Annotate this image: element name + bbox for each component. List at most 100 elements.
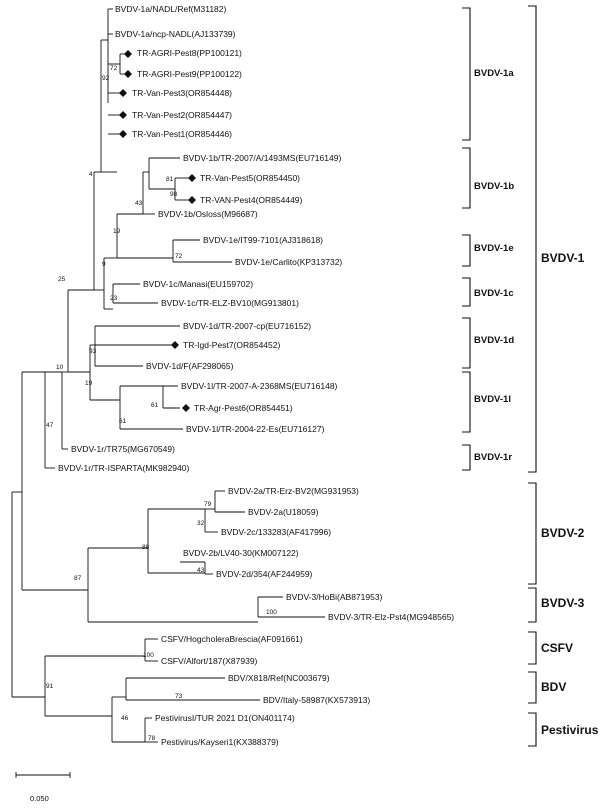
bootstrap-value: 43 (135, 200, 143, 207)
bootstrap-value: 92 (102, 75, 110, 82)
bootstrap-value: 81 (166, 176, 174, 183)
bootstrap-value: 32 (197, 520, 205, 527)
clade-label-bvdv1e: BVDV-1e (474, 243, 514, 254)
tip-label: BVDV-2a(U18059) (248, 507, 319, 517)
bracket-pestivirus (528, 712, 537, 747)
tip-label: BVDV-1c/Manasi(EU159702) (143, 279, 253, 289)
diamond-marker (182, 404, 190, 412)
group-label-bvdv2: BVDV-2 (541, 526, 585, 540)
diamond-marker (171, 341, 179, 349)
tip-label: TR-VAN-Pest4(OR854449) (200, 195, 303, 205)
diamond-marker (124, 50, 132, 58)
bracket-bvdv3 (528, 587, 537, 623)
tip-label: BVDV-1b/TR-2007/A/1493MS(EU716149) (183, 153, 341, 163)
bootstrap-value: 9 (102, 261, 106, 268)
group-label-pestivirus: Pestivirus I (541, 723, 600, 737)
bootstrap-value: 91 (46, 683, 54, 690)
tip-label: Pestivirus/Kayseri1(KX388379) (161, 737, 279, 747)
tip-label: TR-Igd-Pest7(OR854452) (183, 340, 280, 350)
bootstrap-value: 19 (85, 380, 93, 387)
clade-label-bvdv1l: BVDV-1l (474, 394, 511, 405)
diamond-marker (188, 196, 196, 204)
diamond-marker (188, 174, 196, 182)
tip-label: BVDV-1c/TR-ELZ-BV10(MG913801) (161, 298, 299, 308)
tip-label: BVDV-2a/TR-Erz-BV2(MG931953) (228, 486, 359, 496)
diamond-marker (119, 130, 127, 138)
tip-label: BVDV-2c/133283(AF417996) (221, 527, 331, 537)
bootstrap-values: 72 92 4 81 98 43 19 72 9 23 25 93 19 61 … (46, 65, 277, 742)
tip-label: TR-Van-Pest1(OR854446) (132, 129, 232, 139)
tip-label: TR-AGRI-Pest9(PP100122) (137, 69, 242, 79)
tip-label: TR-AGRI-Pest8(PP100121) (137, 48, 242, 58)
tip-label: TR-Van-Pest2(OR854447) (132, 110, 232, 120)
clade-label-bvdv1c: BVDV-1c (474, 288, 514, 299)
bracket-bvdv1b (462, 147, 471, 209)
tip-label: BVDV-2b/LV40-30(KM007122) (183, 548, 299, 558)
bracket-bvdv1d (462, 317, 471, 369)
tip-label: BDV/X818/Ref(NC003679) (228, 673, 330, 683)
bootstrap-value: 61 (151, 402, 159, 409)
bootstrap-value: 4 (89, 171, 93, 178)
bootstrap-value: 46 (121, 715, 129, 722)
bootstrap-value: 25 (58, 276, 66, 283)
diamond-marker (124, 70, 132, 78)
subgroup-brackets: BVDV-1a BVDV-1b BVDV-1e BVDV-1c BVDV-1d … (462, 5, 600, 747)
bootstrap-value: 23 (110, 295, 118, 302)
bootstrap-value: 79 (204, 501, 212, 508)
bootstrap-value: 72 (110, 65, 118, 72)
group-label-csfv: CSFV (541, 641, 573, 655)
clade-label-bvdv1d: BVDV-1d (474, 335, 514, 346)
bracket-bvdv1a (462, 7, 471, 141)
bracket-bdv (528, 671, 537, 704)
tip-label: BVDV-1a/ncp-NADL(AJ133739) (115, 29, 236, 39)
tip-label: TR-Agr-Pest6(OR854451) (194, 403, 293, 413)
diamond-markers (119, 50, 196, 412)
tip-label: BVDV-1e/IT99-7101(AJ318618) (203, 235, 323, 245)
group-label-bdv: BDV (541, 680, 566, 694)
bootstrap-value: 61 (119, 418, 127, 425)
bootstrap-value: 78 (148, 735, 156, 742)
tip-label: BVDV-1b/Osloss(M96687) (158, 209, 258, 219)
tip-label: BVDV-1a/NADL/Ref(M31182) (115, 4, 227, 14)
tip-label: BVDV-1r/TR-ISPARTA(MK982940) (58, 463, 189, 473)
bracket-bvdv1 (528, 5, 537, 473)
group-label-bvdv1: BVDV-1 (541, 251, 585, 265)
bootstrap-value: 98 (170, 191, 178, 198)
tip-label: BVDV-1r/TR75(MG670549) (71, 444, 175, 454)
tip-label: TR-Van-Pest5(OR854450) (200, 173, 300, 183)
bootstrap-value: 100 (266, 609, 277, 616)
scale-bar-label: 0.050 (30, 794, 49, 803)
bootstrap-value: 10 (56, 364, 64, 371)
tip-label: BVDV-2d/354(AF244959) (216, 569, 313, 579)
group-label-bvdv3: BVDV-3 (541, 596, 585, 610)
bootstrap-value: 73 (175, 693, 183, 700)
tip-label: TR-Van-Pest3(OR854448) (132, 88, 232, 98)
bracket-csfv (528, 631, 537, 665)
diamond-marker (119, 89, 127, 97)
scale-bar: 0.050 (15, 772, 71, 803)
bootstrap-value: 88 (142, 544, 150, 551)
tip-label: BVDV-1d/F(AF298065) (146, 361, 234, 371)
tip-label: CSFV/HogcholeraBrescia(AF091661) (161, 634, 303, 644)
bootstrap-value: 72 (175, 253, 183, 260)
bracket-bvdv1e (462, 234, 471, 267)
bootstrap-value: 19 (113, 228, 121, 235)
tree-branches (11, 8, 325, 743)
bootstrap-value: 100 (143, 652, 154, 659)
bracket-bvdv1c (462, 277, 471, 307)
bracket-bvdv1l (462, 371, 471, 433)
bootstrap-value: 93 (89, 348, 97, 355)
bootstrap-value: 87 (74, 575, 82, 582)
tip-label: BVDV-3/HoBi(AB871953) (286, 592, 383, 602)
tip-label: CSFV/Alfort/187(X87939) (161, 656, 258, 666)
tip-label: PestivirusI/TUR 2021 D1(ON401174) (155, 713, 295, 723)
tip-label: BVDV-1d/TR-2007-cp(EU716152) (183, 321, 311, 331)
tip-label: BVDV-3/TR-Elz-Pst4(MG948565) (328, 612, 454, 622)
bracket-bvdv1r (462, 444, 471, 471)
tip-labels: BVDV-1a/NADL/Ref(M31182) BVDV-1a/ncp-NAD… (58, 4, 454, 747)
bracket-bvdv2 (528, 482, 537, 585)
tip-label: BVDV-1e/Carlito(KP313732) (235, 257, 342, 267)
clade-label-bvdv1a: BVDV-1a (474, 68, 514, 79)
bootstrap-value: 47 (46, 422, 54, 429)
